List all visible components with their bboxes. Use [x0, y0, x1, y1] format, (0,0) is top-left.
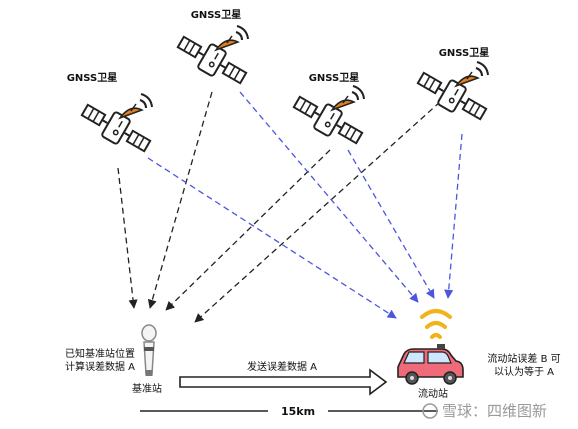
signal-sat2-base	[147, 91, 213, 309]
satellite-4: GNSS卫星	[416, 47, 490, 121]
signal-sat3-base	[165, 149, 331, 311]
signal-sat4-rover	[444, 133, 463, 299]
rover-station-note-line2: 以认为等于 A	[494, 365, 554, 378]
satellite-4-label: GNSS卫星	[439, 47, 490, 59]
wifi-signal-icon	[420, 309, 452, 339]
satellite-3: GNSS卫星	[292, 72, 365, 145]
signal-sat4-base	[194, 101, 441, 323]
satellite-icon	[80, 93, 153, 153]
base-station-label: 基准站	[132, 382, 162, 395]
satellite-1-label: GNSS卫星	[67, 72, 118, 84]
transmission-label: 发送误差数据 A	[247, 360, 317, 373]
rover-station-label: 流动站	[418, 387, 448, 400]
watermark-text: 雪球：四维图新	[442, 402, 547, 420]
signal-lines	[117, 91, 463, 323]
base-station-note-line1: 已知基准站位置	[65, 347, 135, 360]
distance-label: 15km	[281, 405, 315, 418]
car-icon	[397, 344, 464, 385]
base-station-antenna-icon	[141, 324, 157, 376]
satellite-icon	[176, 25, 249, 85]
satellite-icon	[292, 85, 365, 145]
satellite-3-label: GNSS卫星	[309, 72, 360, 84]
signal-sat2-rover	[239, 91, 419, 303]
satellite-2-label: GNSS卫星	[191, 9, 242, 21]
transmission-arrow	[179, 368, 388, 396]
signal-sat1-base	[117, 167, 138, 309]
rover-station-note-line1: 流动站误差 B 可	[487, 352, 560, 365]
base-station-note-line2: 计算误差数据 A	[65, 360, 135, 373]
satellite-1: GNSS卫星	[67, 72, 153, 153]
snowball-logo-icon	[422, 403, 438, 419]
satellite-icon	[416, 61, 489, 121]
signal-sat1-rover	[147, 157, 397, 319]
satellite-2: GNSS卫星	[176, 9, 249, 85]
signal-sat3-rover	[347, 149, 435, 299]
watermark: 雪球：四维图新	[422, 402, 547, 420]
